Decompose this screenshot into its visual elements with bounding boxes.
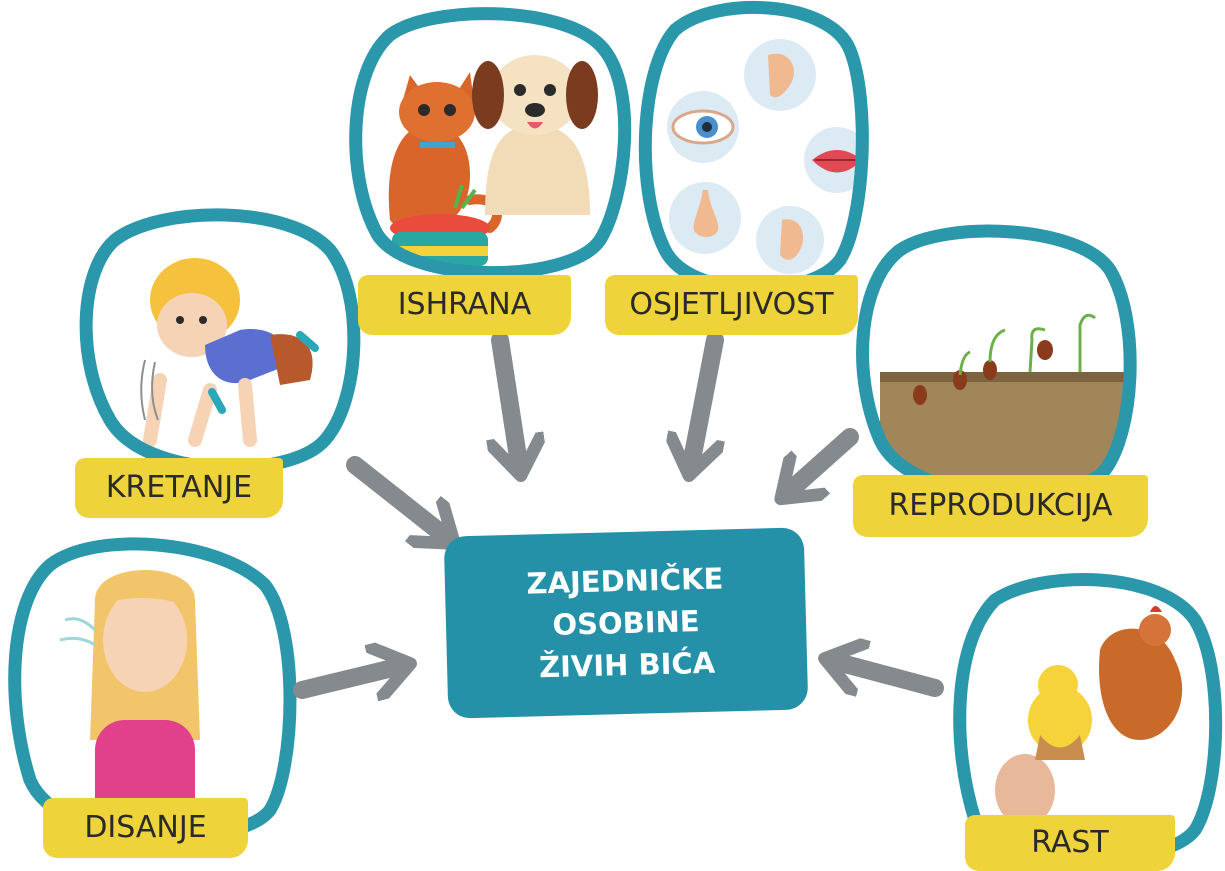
cat-dog-food-bowl-icon xyxy=(388,55,598,266)
label-osjetljivost: OSJETLJIVOST xyxy=(605,275,858,335)
arrow-osjetljivost xyxy=(690,331,715,470)
sprouting-seeds-icon xyxy=(880,313,1130,487)
osjetljivost-bubble xyxy=(638,1,869,296)
arrow-rast xyxy=(830,660,944,697)
arrows xyxy=(293,331,944,697)
arrow-disanje xyxy=(293,665,405,690)
crawling-child-icon xyxy=(140,258,319,447)
center-box: ZAJEDNIČKE OSOBINE ŽIVIH BIĆA xyxy=(443,527,809,719)
label-reprodukcija: REPRODUKCIJA xyxy=(853,475,1148,537)
arrow-reprodukcija xyxy=(785,428,859,495)
label-ishrana: ISHRANA xyxy=(358,275,571,335)
center-title: ZAJEDNIČKE OSOBINE ŽIVIH BIĆA xyxy=(526,561,724,685)
ishrana-bubble xyxy=(349,7,632,280)
egg-chick-hen-icon xyxy=(995,606,1183,826)
label-rast: RAST xyxy=(965,815,1175,871)
arrow-kretanje xyxy=(346,456,450,540)
label-disanje: DISANJE xyxy=(43,798,248,858)
kretanje-bubble xyxy=(79,208,361,475)
label-kretanje: KRETANJE xyxy=(75,458,283,518)
reprodukcija-bubble xyxy=(856,224,1137,502)
arrow-ishrana xyxy=(500,331,520,470)
five-senses-icon xyxy=(667,39,863,274)
